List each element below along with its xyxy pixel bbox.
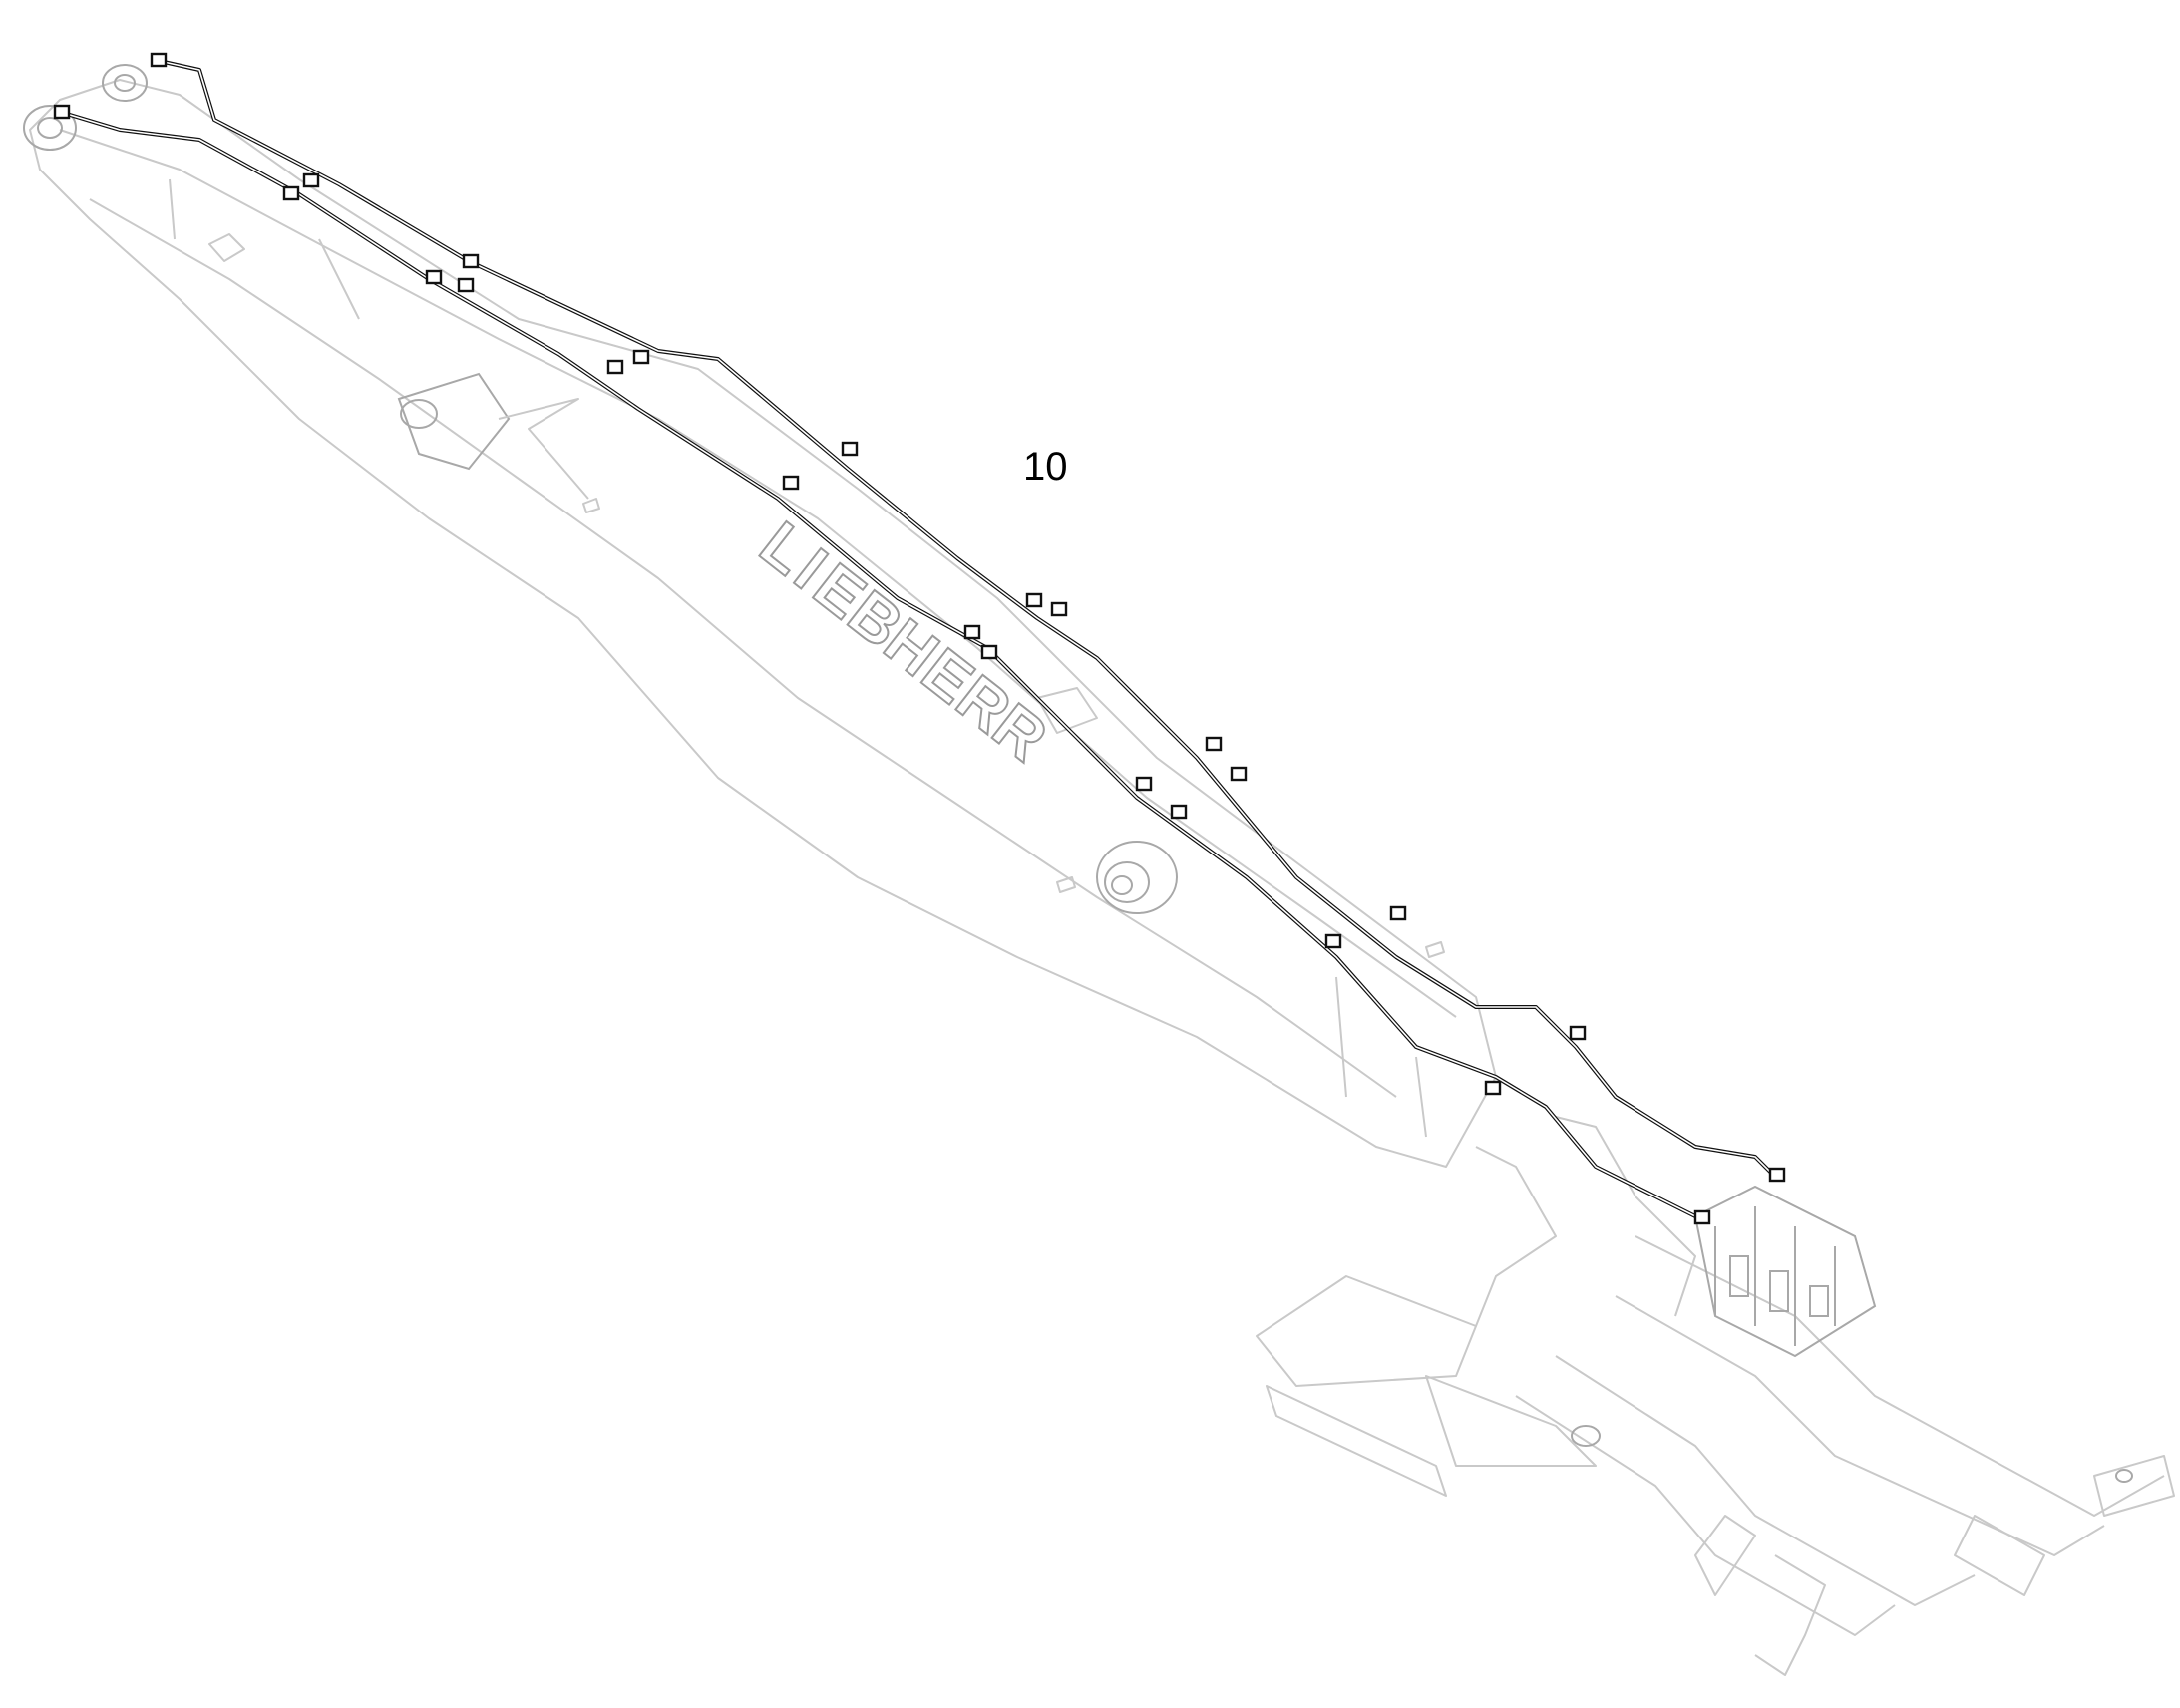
hose-clamp [53,104,71,120]
hose-clamp [782,475,800,491]
hose-clamp [1324,933,1342,949]
hose-clamp [462,253,480,269]
hose-clamp [1389,905,1407,921]
hose-clamp [1050,601,1068,617]
hose-clamp [150,52,168,68]
hydraulic-line-upper [153,58,1777,1179]
hose-clamp [425,269,443,285]
boom-body [23,64,1497,1168]
brand-lettering: L I E B H E R R [746,507,1061,775]
hose-clamp [1205,736,1223,752]
hose-clamp [1569,1025,1587,1041]
hose-clamp [302,172,320,188]
hose-clamp [606,359,624,375]
valve-block [1693,1185,1877,1358]
hose-clamp [1170,804,1188,820]
hose-clamp [1135,776,1153,792]
hose-clamp [1230,766,1248,782]
hose-clamp [1484,1080,1502,1096]
hose-clamp [841,441,859,457]
hose-clamp [282,185,300,201]
hose-clamp [1693,1209,1711,1225]
hydraulic-line-lower [58,110,1697,1218]
hose-clamp [632,349,650,365]
base-frame [1256,1116,2175,1676]
hose-clamp [1768,1167,1786,1183]
hose-clamps [53,52,1786,1225]
hose-clamp [963,624,981,640]
hose-clamp [980,644,998,660]
hose-clamp [1025,592,1043,608]
part-callout-label: 10 [1023,445,1068,489]
hose-clamp [457,277,475,293]
